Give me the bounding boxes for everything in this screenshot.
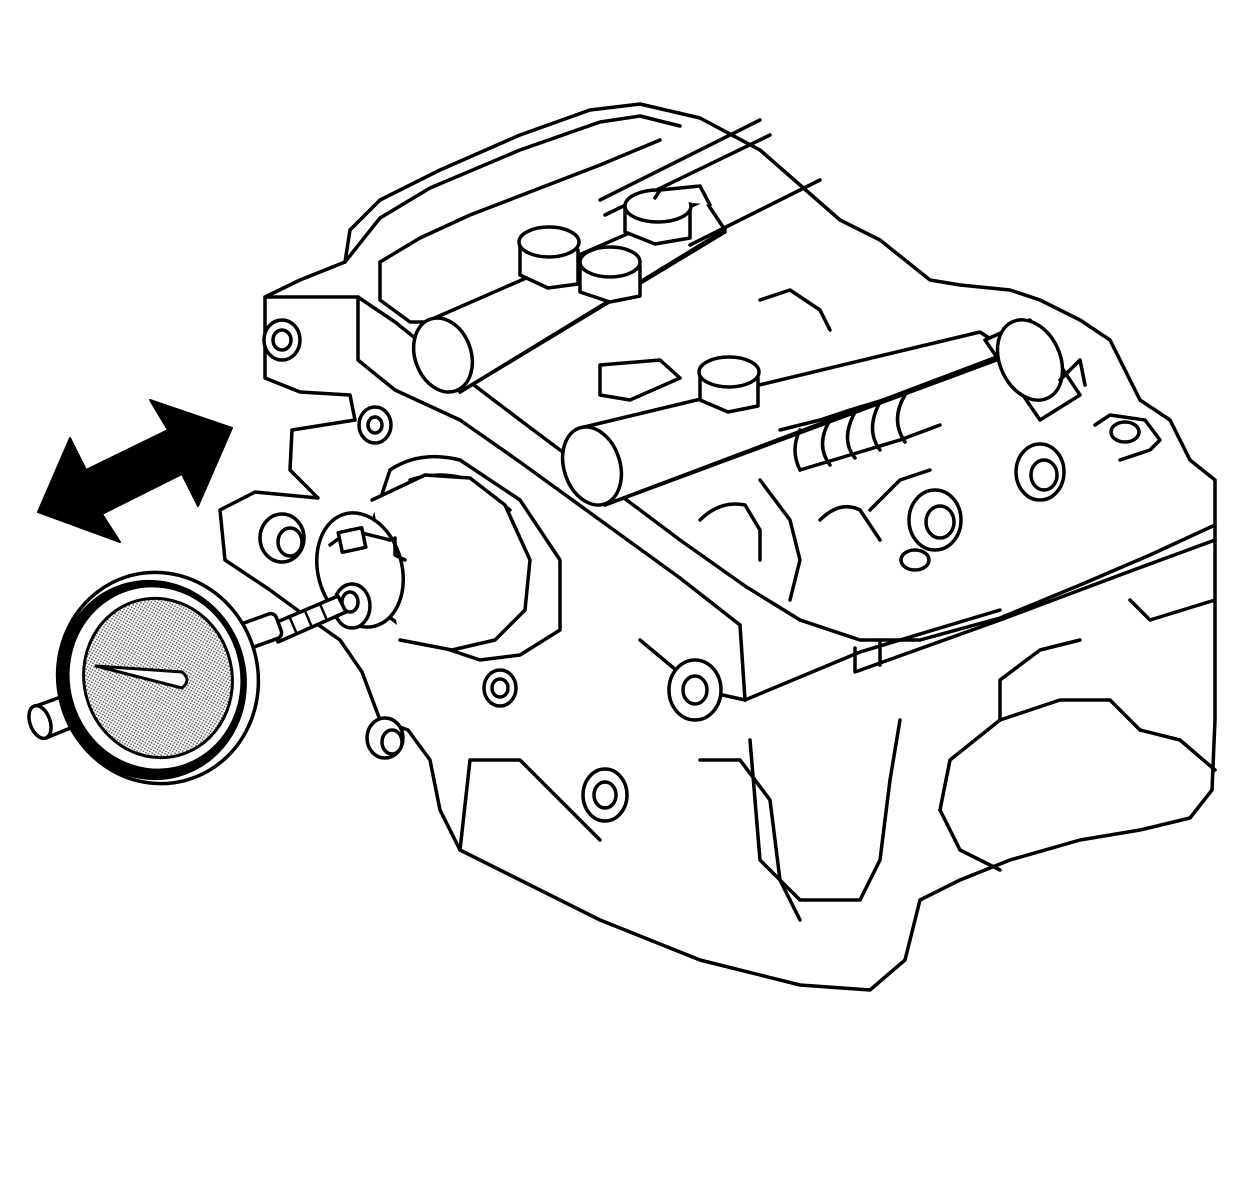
bolt-holes <box>258 318 1162 823</box>
camshaft-hub <box>314 454 562 662</box>
camshaft <box>698 378 942 602</box>
rocker-shafts <box>411 118 1082 507</box>
double-headed-arrow-icon <box>37 399 233 543</box>
valve-caps <box>517 184 832 414</box>
dial-indicator-icon <box>27 570 348 786</box>
